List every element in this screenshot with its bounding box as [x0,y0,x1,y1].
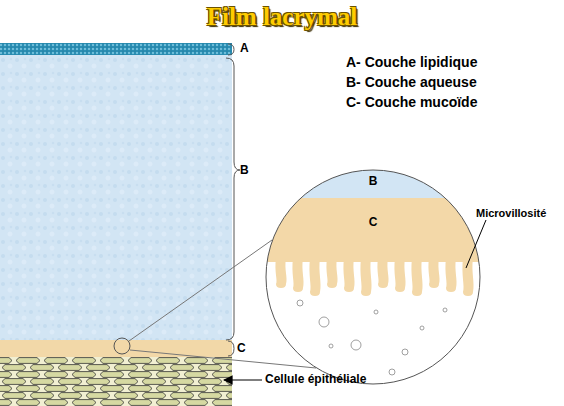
microvillus [445,258,456,292]
part-label: Cellule épithéliale [265,372,366,386]
region-letter: C [369,215,378,229]
bracket [228,44,234,55]
microvillus [428,258,439,288]
part-label: Microvillosité [476,207,546,219]
layer-region: B [358,172,388,190]
layer-region: C [358,213,388,231]
microvillus [411,258,422,296]
legend-text: C- Couche mucoïde [346,94,477,110]
epithelial-cells [0,357,232,406]
brace [226,58,240,340]
microvillus [360,258,371,296]
layer-letter: A [240,41,249,55]
layer-letter: B [240,163,249,177]
legend-text: A- Couche lipidique [346,54,477,70]
zoom-line [129,240,272,341]
layer-letter: C [237,341,246,355]
microvillus [292,258,303,292]
mucoid-layer [0,340,232,357]
zoom-marker [114,338,130,354]
title: Film lacrymal [0,3,564,31]
microvillus [377,258,388,288]
leader-arrow [224,379,262,380]
region-letter: B [369,174,378,188]
microvillus [394,258,405,292]
bracket [228,341,234,356]
microvillus [326,258,337,288]
microvilli [275,258,473,296]
leader-line [466,220,486,268]
microvillus [275,258,286,288]
microvillus [343,258,354,292]
microvillus [309,258,320,296]
zoom-view [260,165,490,384]
zoom-outline [266,170,480,384]
lipid-layer [0,43,232,55]
zoom-line [130,350,316,368]
zoom-mucoid [260,198,490,262]
vesicles [297,300,447,375]
legend-text: B- Couche aqueuse [346,74,477,90]
aqueous-layer [0,55,232,340]
